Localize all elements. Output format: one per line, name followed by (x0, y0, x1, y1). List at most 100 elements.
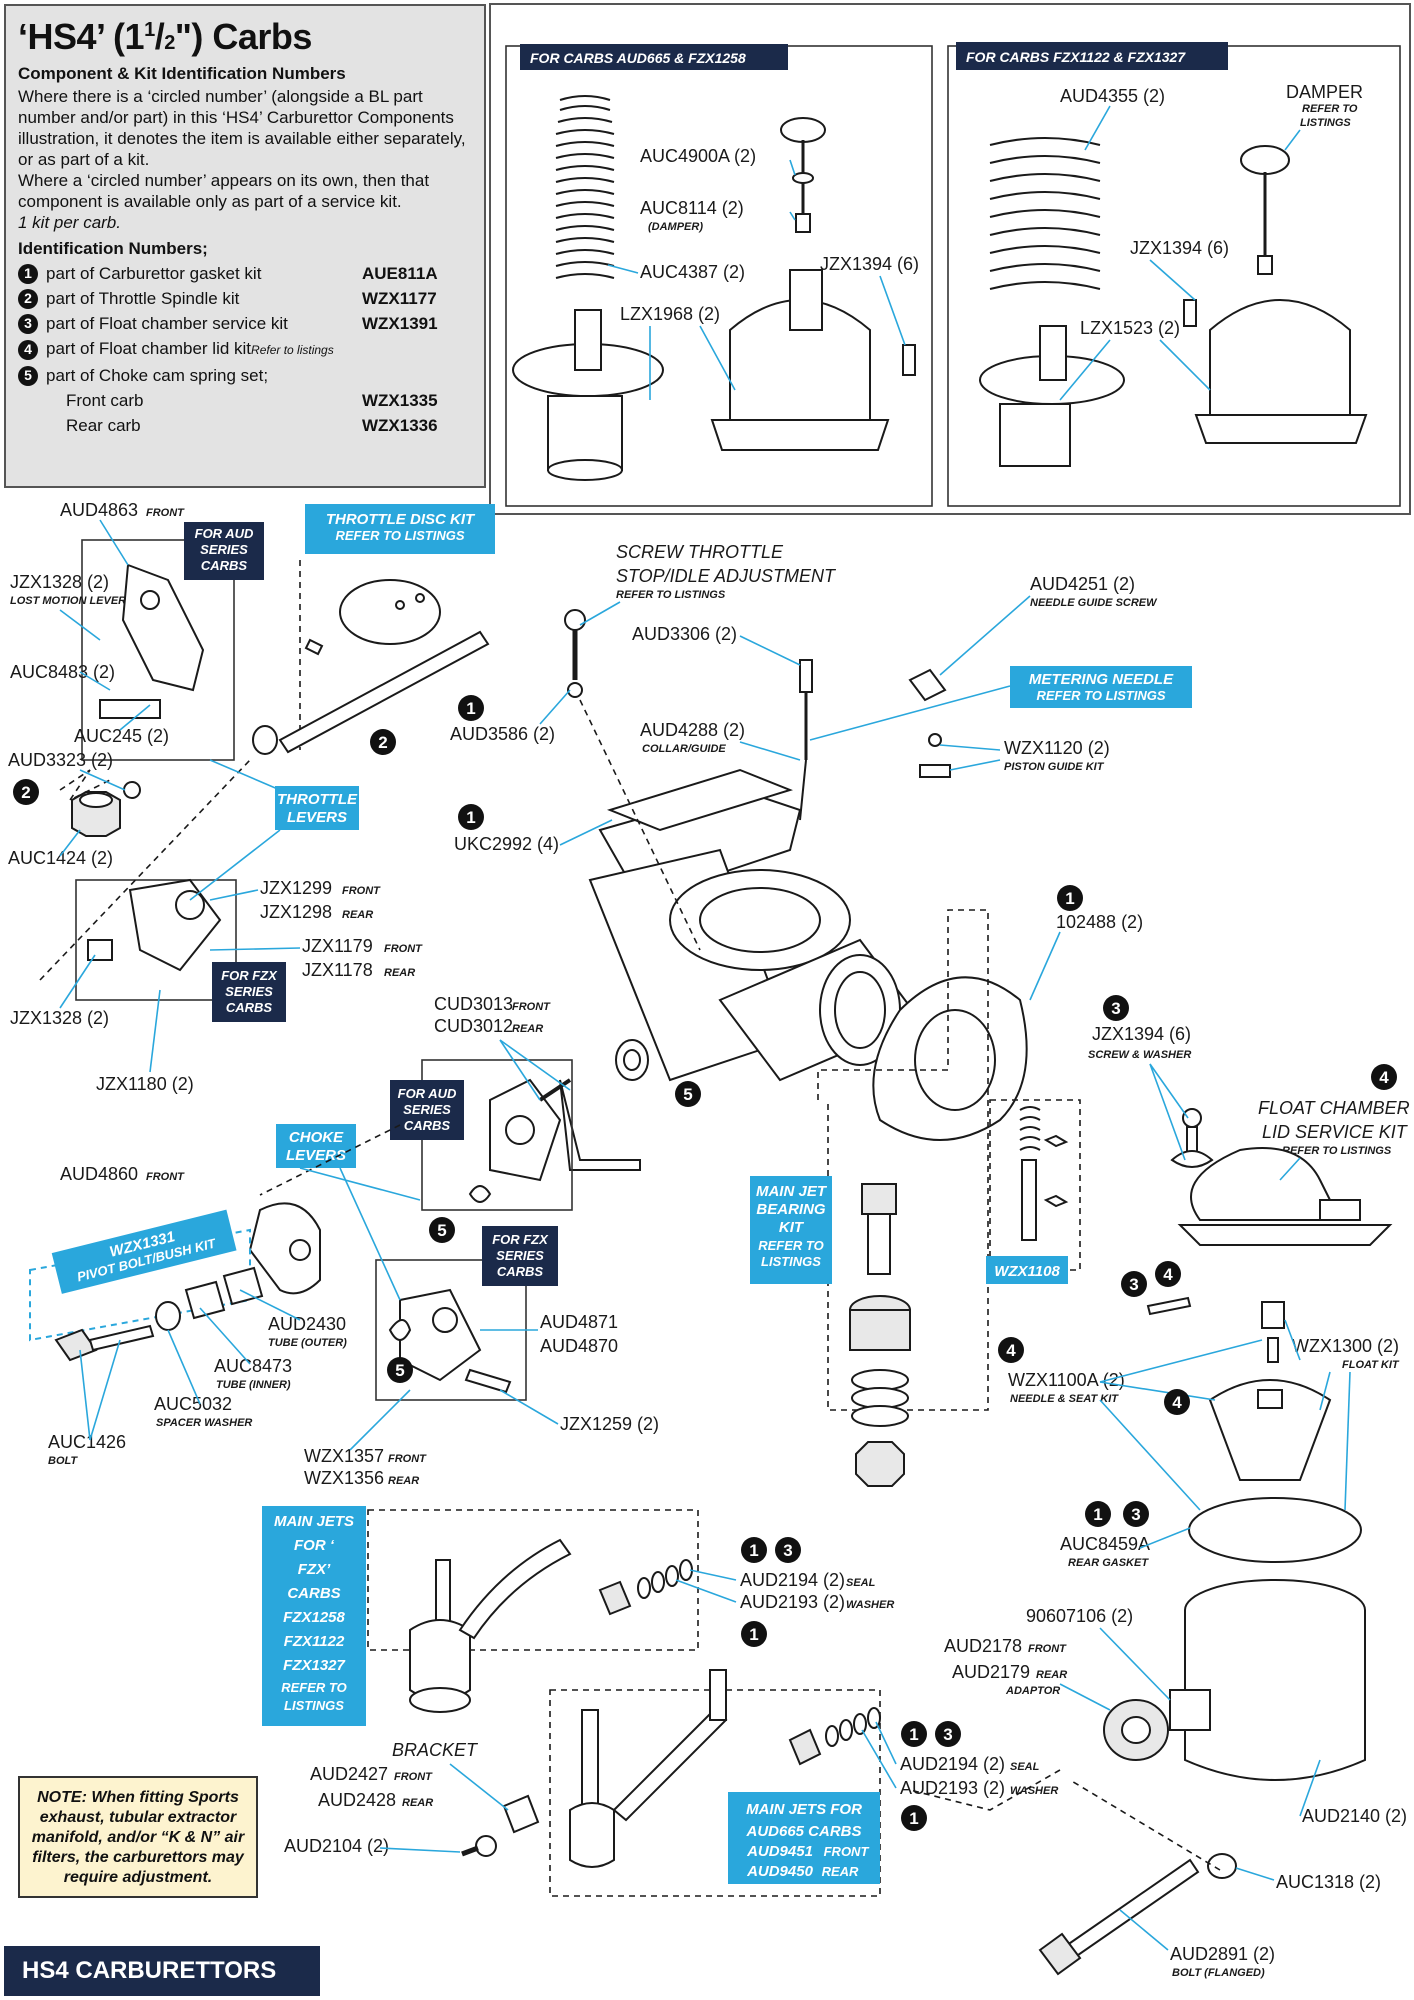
center-leaders (539, 595, 1061, 1001)
main-jet-1: MAIN JET (756, 1183, 828, 1200)
throttle-levers-2: LEVERS (287, 809, 347, 826)
id-number-circle: 1 (741, 1537, 767, 1563)
label-jzx1328-a: JZX1328 (2) (10, 572, 109, 592)
label-cud3013: CUD3013 (434, 994, 513, 1014)
label-aud4860: AUD4860 (60, 1164, 138, 1184)
label-wzx1357-sub: FRONT (388, 1453, 427, 1465)
label-aud2891: AUD2891 (2) (1170, 1944, 1275, 1964)
label-auc4900a: AUC4900A (2) (640, 146, 756, 166)
bolt-axis-dashed (1069, 1779, 1221, 1871)
id-number-circle: 1 (901, 1805, 927, 1831)
metering-2: REFER TO LISTINGS (1036, 688, 1165, 703)
fitting-note: NOTE: When fitting Sports exhaust, tubul… (18, 1776, 258, 1898)
label-aud2140: AUD2140 (2) (1302, 1806, 1407, 1826)
lid-screw (1170, 1108, 1214, 1168)
main-jet-5: LISTINGS (761, 1254, 821, 1269)
jet-bracket (502, 1794, 540, 1834)
choke-1: CHOKE (289, 1129, 344, 1146)
id-number-text: 1 (466, 699, 475, 718)
for-fzx-b1: FOR FZX (492, 1232, 549, 1247)
label-float-lid-1: FLOAT CHAMBER (1258, 1098, 1410, 1118)
spindle-axis-dashed (39, 759, 251, 981)
label-aud2178: AUD2178 (944, 1636, 1022, 1656)
throttle-levers-callout-bg (275, 786, 359, 830)
id-number-text: 2 (21, 783, 30, 802)
disc-screw (304, 638, 324, 656)
label-aud2193-b: AUD2193 (2) (900, 1778, 1005, 1798)
metering-callout-bg (1010, 666, 1192, 708)
label-auc5032: AUC5032 (154, 1394, 232, 1414)
page-title: ‘HS4’ (11/2") Carbs (18, 16, 312, 57)
fzx-box-title: FOR CARBS FZX1122 & FZX1327 (966, 49, 1186, 65)
throttle-lever-fzx (87, 878, 222, 972)
id-number-circle: 4 (1371, 1064, 1397, 1090)
id-number-text: 4 (1172, 1393, 1182, 1412)
choke-callout-bg (276, 1124, 356, 1168)
label-screw-throttle-1: SCREW THROTTLE (616, 542, 784, 562)
id-number-text: 1 (749, 1541, 758, 1560)
label-aud4251-sub: NEEDLE GUIDE SCREW (1030, 597, 1158, 609)
fzx-piston (979, 325, 1125, 467)
id-number-text: 2 (378, 733, 387, 752)
fzx-damper (1240, 145, 1290, 275)
label-auc8459a-sub: REAR GASKET (1068, 1557, 1149, 1569)
label-aud3306: AUD3306 (2) (632, 624, 737, 644)
lead-aud2194-b (875, 1721, 897, 1765)
fzx-choke-spring (388, 1319, 412, 1341)
label-aud2179-sub: REAR (1036, 1669, 1067, 1681)
flanged-bolt (1038, 1858, 1200, 1976)
for-aud-b-bg (390, 1080, 464, 1140)
for-aud-b2: SERIES (403, 1102, 451, 1117)
metering-1: METERING NEEDLE (1029, 671, 1174, 688)
label-jzx1298: JZX1298 (260, 902, 332, 922)
label-wzx1357: WZX1357 (304, 1446, 384, 1466)
top-frame (489, 3, 1411, 515)
label-auc4387: AUC4387 (2) (640, 262, 745, 282)
fzx-jets-8: REFER TO (281, 1680, 347, 1695)
for-aud-3: CARBS (201, 558, 248, 573)
id-number-text: 4 (1379, 1068, 1389, 1087)
label-aud2428-sub: REAR (402, 1797, 433, 1809)
aud-suction-chamber (710, 269, 890, 451)
for-fzx-callout-bg (212, 962, 286, 1022)
label-102488: 102488 (2) (1056, 912, 1143, 932)
fzx-main-jet (409, 1538, 572, 1713)
fzx-spring (989, 137, 1101, 290)
label-damper-sub2: LISTINGS (1300, 117, 1351, 129)
label-damper-sub1: REFER TO (1302, 103, 1358, 115)
throttle-disc (339, 579, 441, 645)
fzx-jets-3: FZX’ (298, 1561, 331, 1578)
label-float-lid-sub: REFER TO LISTINGS (1282, 1145, 1392, 1157)
label-lzx1523: LZX1523 (2) (1080, 318, 1180, 338)
for-aud-b3: CARBS (404, 1118, 451, 1133)
aud-jets-3s: FRONT (824, 1844, 870, 1859)
aud-damper (780, 117, 826, 233)
label-aud2427: AUD2427 (310, 1764, 388, 1784)
label-wzx1120: WZX1120 (2) (1004, 738, 1110, 758)
label-auc8114: AUC8114 (2) (640, 198, 744, 218)
label-aud2430-sub: TUBE (OUTER) (268, 1337, 347, 1349)
label-jzx1179: JZX1179 (302, 936, 373, 956)
id-number-circle: 4 (1155, 1261, 1181, 1287)
throttle-levers-1: THROTTLE (277, 791, 358, 808)
label-aud4863: AUD4863 (60, 500, 138, 520)
aud-jets-4s: REAR (822, 1864, 859, 1879)
for-aud-2: SERIES (200, 542, 248, 557)
label-aud3323: AUD3323 (2) (8, 750, 113, 770)
fzx-jets-9: LISTINGS (284, 1698, 344, 1713)
fzx-screw (1183, 299, 1197, 327)
label-jzx1299-sub: FRONT (342, 885, 381, 897)
label-jzx1394-b: JZX1394 (6) (1130, 238, 1229, 258)
needle-seat (1261, 1301, 1285, 1329)
label-aud2194-a: AUD2194 (2) (740, 1570, 845, 1590)
aud-screw (902, 344, 916, 376)
for-fzx-b3: CARBS (497, 1264, 544, 1279)
label-aud4288-sub: COLLAR/GUIDE (642, 743, 726, 755)
id-number-circle: 2 (370, 729, 396, 755)
label-wzx1356-sub: REAR (388, 1475, 419, 1487)
label-cud3013-sub: FRONT (512, 1001, 551, 1013)
label-aud4251: AUD4251 (2) (1030, 574, 1135, 594)
